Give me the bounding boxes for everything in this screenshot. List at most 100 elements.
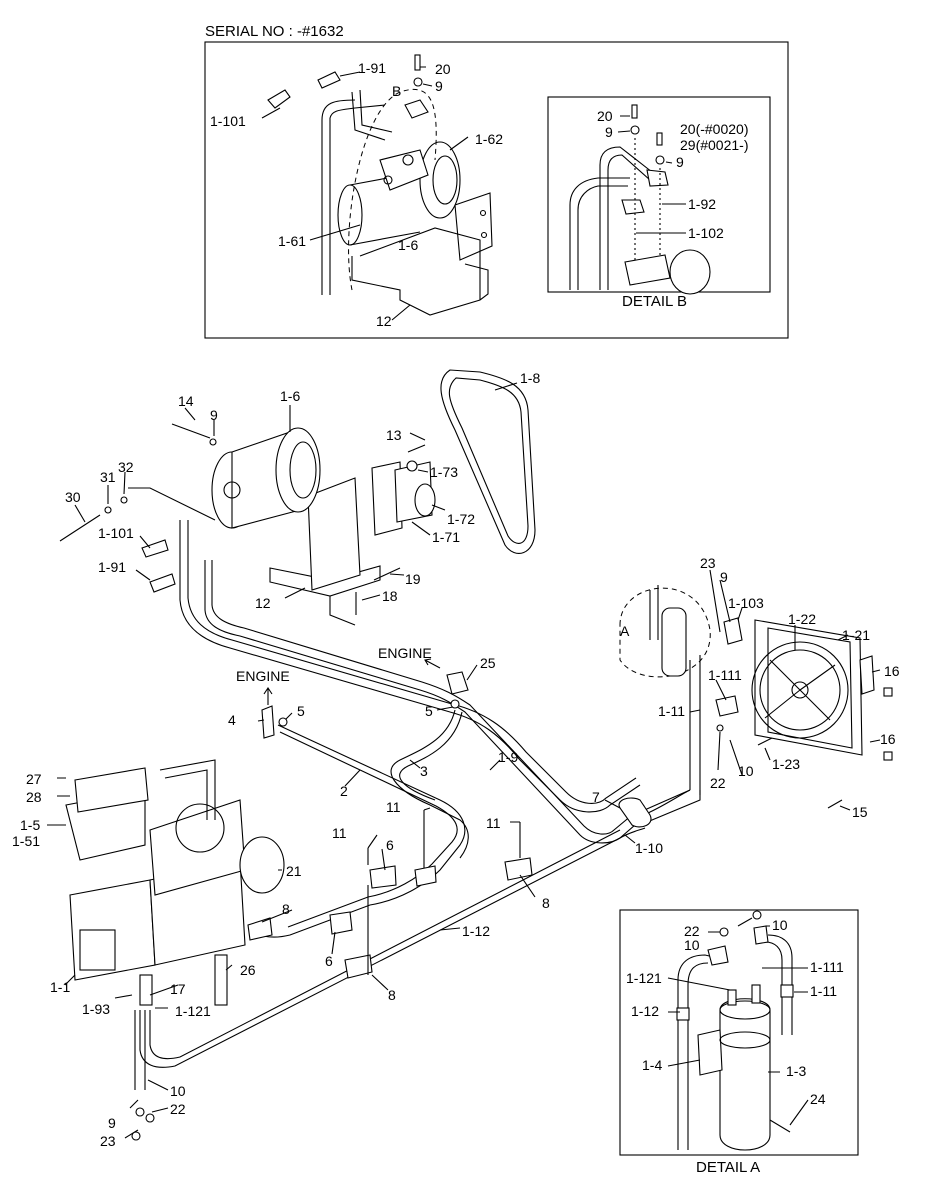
hose-1-9-outer: [179, 520, 641, 813]
callout-1-103: 1-103: [728, 595, 764, 611]
detail-b-clamp-1: [621, 199, 645, 215]
detail-b-head: [624, 254, 671, 286]
callout-23-bottom: 23: [100, 1133, 116, 1149]
top-clamp: [404, 99, 429, 119]
callout-a-1-12: 1-12: [631, 1003, 659, 1019]
washer-5-b: [450, 699, 460, 709]
callout-22-cond: 22: [710, 775, 726, 791]
callout-1-72: 1-72: [447, 511, 475, 527]
callout-3: 3: [420, 763, 428, 779]
callout-9-bottom: 9: [108, 1115, 116, 1131]
bracket-1-4: [697, 1029, 723, 1076]
condenser-fan-blades: [764, 659, 836, 721]
top-head-port: [402, 154, 414, 166]
detail-b-washer-9b: [655, 155, 665, 165]
receiver-hose: [649, 585, 659, 640]
callout-17: 17: [170, 981, 186, 997]
callout-top-1-62: 1-62: [475, 131, 503, 147]
washer-22: [716, 724, 724, 732]
callout-13: 13: [386, 427, 402, 443]
callout-a-1-3: 1-3: [786, 1063, 806, 1079]
bolts-11: [367, 810, 521, 868]
bolt-24: [769, 1119, 791, 1133]
callout-11-c: 11: [486, 815, 501, 831]
callout-11-b: 11: [386, 799, 401, 815]
hose-joint: [639, 789, 701, 826]
top-fitting-1101: [267, 89, 291, 109]
callout-21: 21: [286, 863, 302, 879]
callout-a-10-left: 10: [684, 937, 700, 953]
top-fitting-191: [317, 71, 341, 89]
hose-3-inner: [399, 711, 463, 801]
callout-1-11: 1-11: [658, 703, 685, 719]
bolt-16-b: [883, 751, 893, 761]
callout-9-main: 9: [210, 407, 218, 423]
engine-label-1: ENGINE: [236, 668, 290, 684]
top-bracket-plate: [454, 192, 493, 261]
callout-b-1-102: 1-102: [688, 225, 724, 241]
callout-11-a: 11: [332, 825, 347, 841]
callout-15: 15: [852, 804, 868, 820]
blower-motor: [239, 836, 285, 894]
blower-wheel: [175, 803, 225, 853]
callout-b-9b: 9: [676, 154, 684, 170]
tensioner-plate: [371, 461, 403, 536]
main-bracket-foot: [329, 596, 356, 626]
top-leaders: [261, 66, 469, 321]
hose-down: [134, 1010, 146, 1090]
callout-5-left: 5: [297, 703, 305, 719]
fitting-1-111: [715, 695, 739, 717]
bolt-30: [59, 514, 101, 542]
detail-a-ferrule-1: [676, 1007, 690, 1021]
bolt-13: [407, 444, 426, 453]
top-hose-2: [351, 89, 393, 141]
bolt-16-a: [883, 687, 893, 697]
main-pulley-inner: [289, 441, 317, 499]
hose-1-12-inner: [149, 829, 621, 1060]
serial-title: SERIAL NO : -#1632: [205, 23, 344, 40]
cable-32: [128, 487, 216, 521]
detail-a-washer-10: [719, 927, 729, 937]
top-bolt-20: [414, 54, 421, 71]
hose-2-outer: [249, 724, 466, 938]
tensioner-idler: [414, 483, 436, 517]
top-compressor-pulley: [419, 141, 461, 219]
hose-1-11-vertical: [689, 655, 701, 795]
callout-23: 23: [700, 555, 716, 571]
callout-b-20-0020: 20(-#0020): [680, 121, 749, 137]
engine-arrow-1: [263, 687, 273, 705]
detail-a: 22 10 10 1-121 1-111 1-12 1-11 1-4 1-3 2…: [619, 909, 859, 1156]
callout-12-main: 12: [255, 595, 271, 611]
evaporator-unit: [65, 759, 285, 1006]
top-hose-vertical: [321, 118, 331, 295]
drive-belt-inner: [448, 377, 529, 544]
condenser-fan-ring: [759, 649, 841, 731]
callout-a-1-4: 1-4: [642, 1057, 662, 1073]
callout-22-bottom: 22: [170, 1101, 186, 1117]
condenser-side-plate: [859, 655, 875, 695]
serial-box-frame: [204, 41, 789, 339]
callout-1-5: 1-5: [20, 817, 40, 833]
callout-10-cond: 10: [738, 763, 754, 779]
callout-18: 18: [382, 588, 398, 604]
main-compressor-hub: [223, 481, 241, 499]
callout-8-c: 8: [388, 987, 396, 1003]
top-washer-9: [413, 77, 423, 87]
callout-32: 32: [118, 459, 134, 475]
drive-belt: [440, 369, 536, 554]
detail-a-fitting-121: [707, 945, 729, 966]
top-bracket-base: [351, 256, 489, 316]
callout-8-a: 8: [282, 901, 290, 917]
callout-1-10: 1-10: [635, 840, 663, 856]
detail-a-leaders: [667, 917, 809, 1126]
tensioner-nut: [406, 460, 418, 472]
detail-b-bolt-20: [631, 104, 638, 119]
receiver-top: [719, 1000, 771, 1020]
callout-top-12: 12: [376, 313, 392, 329]
callout-1-21: 1-21: [842, 627, 870, 643]
callout-1-23: 1-23: [772, 756, 800, 772]
washer-9-bottom: [135, 1107, 145, 1117]
clamp-8-c: [344, 954, 373, 979]
top-bracket-hole-2: [480, 231, 488, 239]
callout-top-1-61: 1-61: [278, 233, 306, 249]
